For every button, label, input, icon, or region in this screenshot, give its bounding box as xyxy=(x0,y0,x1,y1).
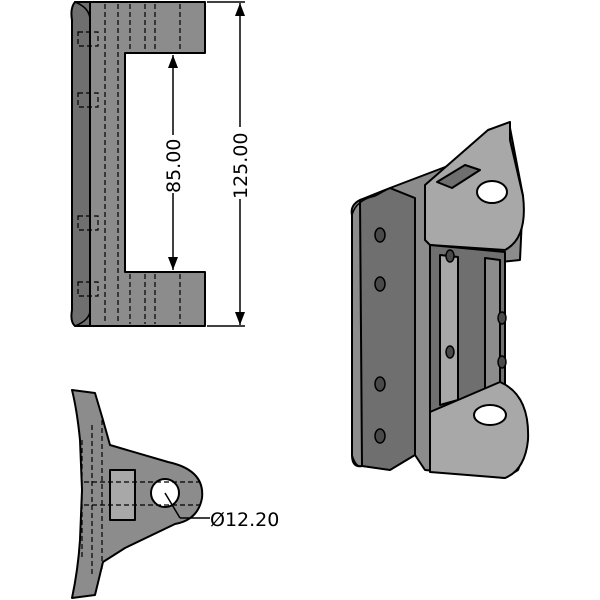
iso-top-lug xyxy=(424,121,525,251)
front-view-outline xyxy=(74,1,206,327)
front-view xyxy=(70,1,206,327)
top-view: Ø12.20 xyxy=(71,389,279,599)
iso-bottom-hole xyxy=(473,404,507,426)
front-view-flange xyxy=(70,1,91,327)
dimension-85-label: 85.00 xyxy=(163,139,185,193)
top-view-outline xyxy=(71,389,204,599)
dimension-125-label: 125.00 xyxy=(230,133,252,199)
dimension-diameter-label: Ø12.20 xyxy=(210,509,279,531)
top-view-slot xyxy=(109,469,136,521)
dimension-inner-height: 85.00 xyxy=(163,55,185,270)
dimension-overall-height: 125.00 xyxy=(207,1,252,327)
iso-top-hole xyxy=(476,180,508,204)
iso-bottom-lug xyxy=(429,381,530,479)
iso-flange-face xyxy=(359,187,416,471)
isometric-view xyxy=(350,121,530,479)
